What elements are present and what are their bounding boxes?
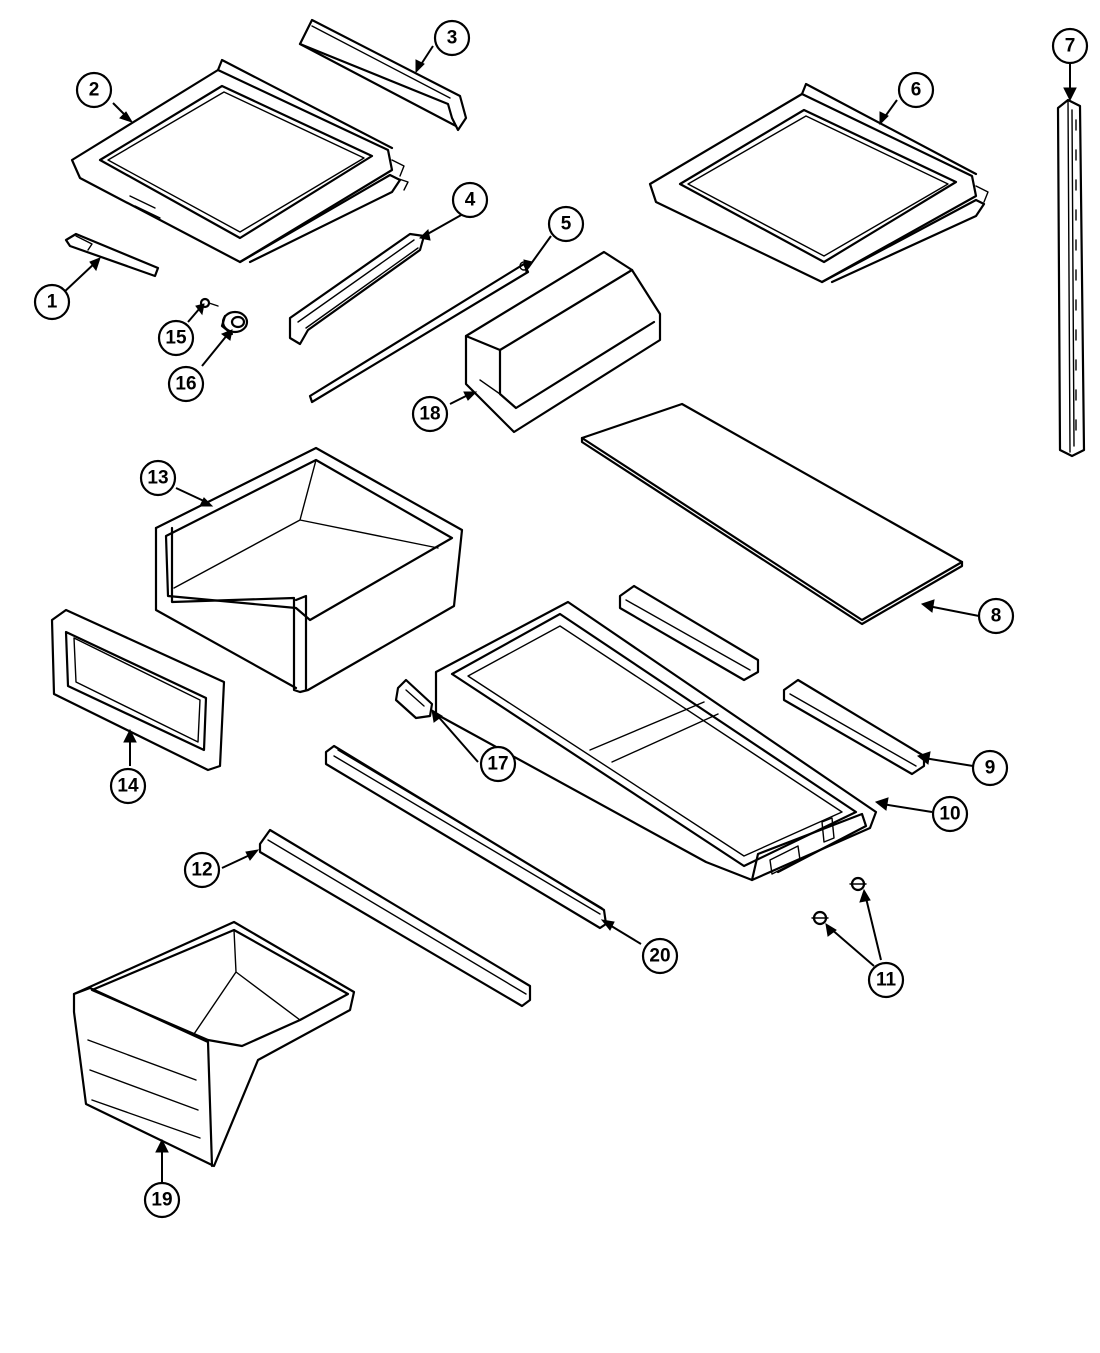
callout-17: 17 <box>479 745 517 783</box>
callout-20-label: 20 <box>649 946 670 967</box>
callout-6: 6 <box>897 71 935 109</box>
part-19-deli-drawer <box>72 920 356 1168</box>
callout-11-label: 11 <box>876 970 897 991</box>
part-10-frame <box>434 600 878 882</box>
callout-1: 1 <box>33 283 71 321</box>
part-17-clip <box>394 678 434 720</box>
part-4-bracket <box>288 232 426 346</box>
part-9-rail-upper <box>618 584 760 682</box>
part-18-channel <box>464 250 662 434</box>
callout-8: 8 <box>977 597 1015 635</box>
callout-9: 9 <box>971 749 1009 787</box>
callout-1-label: 1 <box>47 292 58 313</box>
part-7-channel <box>1056 98 1086 458</box>
callout-12: 12 <box>183 851 221 889</box>
callout-2: 2 <box>75 71 113 109</box>
callout-10: 10 <box>931 795 969 833</box>
callout-4-label: 4 <box>465 190 476 211</box>
part-5-rod <box>308 261 530 404</box>
callout-10-label: 10 <box>939 804 960 825</box>
part-8-glass <box>580 402 964 626</box>
callout-12-label: 12 <box>191 860 212 881</box>
part-14-drawer-front <box>50 608 226 772</box>
part-20-rail <box>324 744 608 930</box>
callout-3: 3 <box>433 19 471 57</box>
part-12-rail <box>258 828 532 1008</box>
part-16-wheel <box>220 310 249 336</box>
callout-5: 5 <box>547 205 585 243</box>
callout-8-label: 8 <box>991 606 1002 627</box>
callout-7: 7 <box>1051 27 1089 65</box>
callout-19-label: 19 <box>151 1190 172 1211</box>
callout-19: 19 <box>143 1181 181 1219</box>
callout-13-label: 13 <box>147 468 168 489</box>
callout-15: 15 <box>157 319 195 357</box>
leader-arrowheads <box>89 59 1077 1153</box>
part-15-screw <box>199 297 219 309</box>
part-6-shelf <box>648 82 989 284</box>
part-11-screw-a <box>849 876 867 892</box>
callout-13: 13 <box>139 459 177 497</box>
part-13-drawer <box>154 446 464 694</box>
part-1-trim <box>64 232 160 278</box>
part-3-rail <box>298 18 468 132</box>
part-11-screw-b <box>811 910 829 926</box>
callout-16: 16 <box>167 365 205 403</box>
part-2-shelf <box>70 58 409 264</box>
callout-11: 11 <box>867 961 905 999</box>
leader-lines <box>61 45 1071 1182</box>
callout-2-label: 2 <box>89 80 100 101</box>
part-9-rail-lower <box>782 678 926 776</box>
callout-5-label: 5 <box>561 214 572 235</box>
callout-3-label: 3 <box>447 28 458 49</box>
callout-4: 4 <box>451 181 489 219</box>
callout-18: 18 <box>411 395 449 433</box>
callout-9-label: 9 <box>985 758 996 779</box>
callout-14: 14 <box>109 767 147 805</box>
callout-15-label: 15 <box>165 328 187 349</box>
callout-16-label: 16 <box>175 374 196 395</box>
callout-17-label: 17 <box>487 754 508 775</box>
callout-20: 20 <box>641 937 679 975</box>
callout-18-label: 18 <box>419 404 440 425</box>
callout-7-label: 7 <box>1065 36 1076 57</box>
callout-6-label: 6 <box>911 80 922 101</box>
callout-14-label: 14 <box>117 776 139 797</box>
